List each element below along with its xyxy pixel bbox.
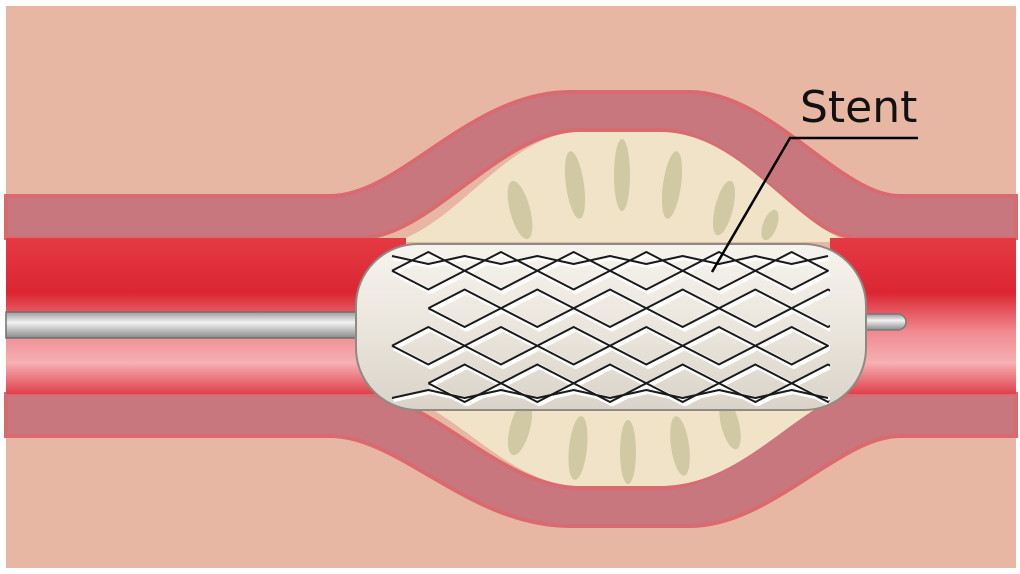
catheter-shaft xyxy=(6,312,366,338)
stent-label: Stent xyxy=(800,82,917,133)
